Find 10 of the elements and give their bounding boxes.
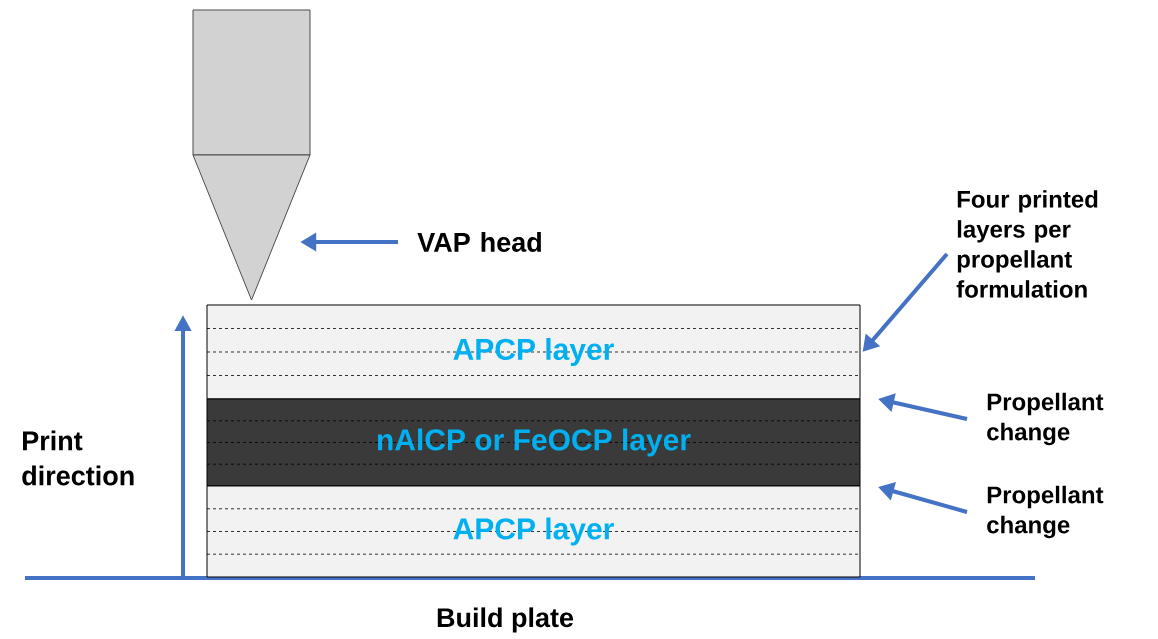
layer-band: nAlCP or FeOCP layer xyxy=(206,398,861,487)
layer-band: APCP layer xyxy=(206,485,861,578)
axis-label: Build plate xyxy=(437,607,574,633)
layer-band: APCP layer xyxy=(206,304,861,400)
callout-text: Four printed layers per propellant formulation xyxy=(956,190,1098,298)
axis-label: Print direction xyxy=(22,430,134,486)
callout-text: VAP head xyxy=(417,232,541,252)
callout-text: Propellant change xyxy=(987,392,1104,446)
nozzle-drawing xyxy=(192,9,311,301)
callout-text: Propellant change xyxy=(987,485,1104,539)
